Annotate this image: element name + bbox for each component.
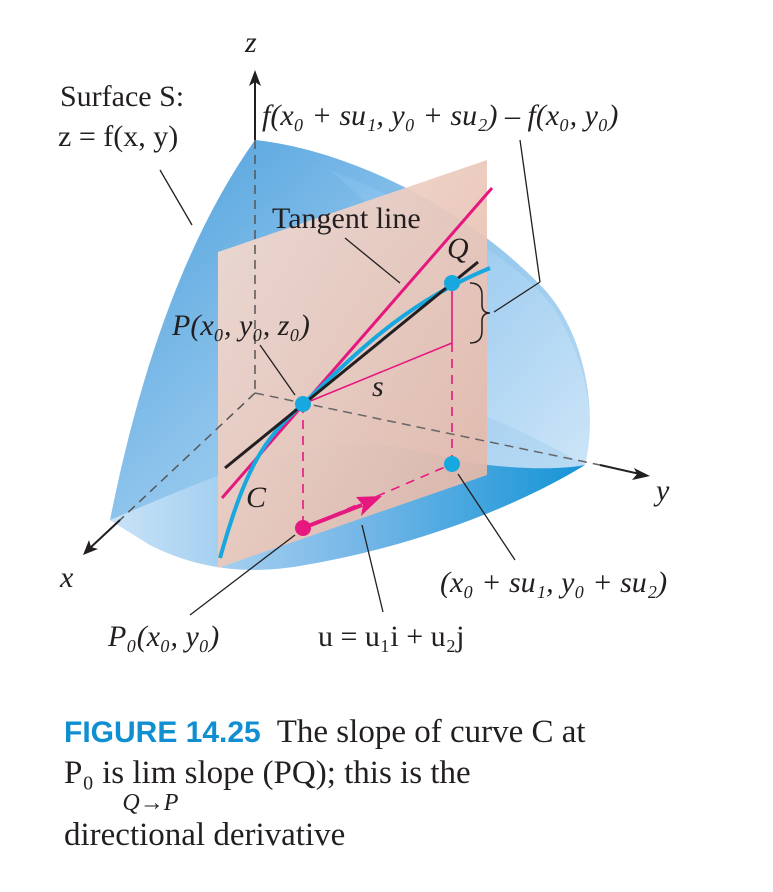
caption-line-1: FIGURE 14.25 The slope of curve C at <box>64 712 754 753</box>
surface-label-line1: Surface S: <box>60 80 184 113</box>
caption-text-2b: slope (PQ); this is the <box>184 755 471 791</box>
leader-surface <box>159 169 193 226</box>
point-shifted <box>444 456 460 472</box>
caption-line-3: directional derivative <box>64 815 754 855</box>
caption-line-2: P₀ is lim Q→P slope (PQ); this is the <box>64 753 754 833</box>
y-axis <box>599 464 641 475</box>
point-p <box>295 396 311 412</box>
secant-line-pq <box>224 260 479 470</box>
lim-word: lim <box>132 755 177 791</box>
diagram: z y x Surface S: z = f(x, y) f(x₀ + su₁,… <box>58 26 670 653</box>
figure-caption: FIGURE 14.25 The slope of curve C at P₀ i… <box>64 712 754 855</box>
base-point-label: P₀(x₀, y₀) <box>107 620 219 653</box>
z-axis-arrow <box>249 70 261 86</box>
y-axis-label: y <box>653 474 670 507</box>
caption-text-2a: P₀ is <box>64 755 125 791</box>
leader-shifted <box>457 473 516 561</box>
caption-text-1: The slope of curve C at <box>276 714 586 750</box>
segment-s-label: s <box>372 370 384 403</box>
point-p-label: P(x₀, y₀, z₀) <box>171 309 310 342</box>
tangent-line-label: Tangent line <box>272 202 421 235</box>
x-axis-dashed <box>119 392 256 521</box>
vector-u <box>302 503 363 530</box>
x-axis-label: x <box>59 561 74 594</box>
vector-u-arrow <box>356 496 382 516</box>
point-p0 <box>295 520 311 536</box>
leader-u <box>361 524 384 613</box>
x-axis-arrow <box>83 540 98 555</box>
point-q <box>444 275 460 291</box>
brace <box>469 282 491 344</box>
y-axis-dashed <box>254 392 601 466</box>
unit-vector-label: u = u₁i + u₂j <box>318 620 464 653</box>
base-line <box>302 463 453 529</box>
limit-expression: lim Q→P <box>122 753 178 816</box>
leader-p <box>259 344 296 396</box>
z-axis-label: z <box>244 26 257 59</box>
leader-p0 <box>189 534 296 616</box>
point-q-label: Q <box>447 232 469 265</box>
caption-text-3: directional derivative <box>64 817 346 853</box>
leader-tangent <box>344 237 401 284</box>
leader-increment-top <box>519 139 541 283</box>
leader-increment <box>493 281 541 313</box>
secant-horizontal <box>302 342 453 405</box>
x-axis <box>89 519 121 549</box>
y-axis-arrow <box>632 468 650 480</box>
lim-subscript: Q→P <box>122 790 179 816</box>
surface-label-line2: z = f(x, y) <box>58 120 178 153</box>
figure-number: FIGURE 14.25 <box>64 716 261 749</box>
increment-expression: f(x₀ + su₁, y₀ + su₂) – f(x₀, y₀) <box>262 99 618 132</box>
curve-c-label: C <box>246 481 267 514</box>
shifted-point-label: (x₀ + su₁, y₀ + su₂) <box>440 566 667 599</box>
